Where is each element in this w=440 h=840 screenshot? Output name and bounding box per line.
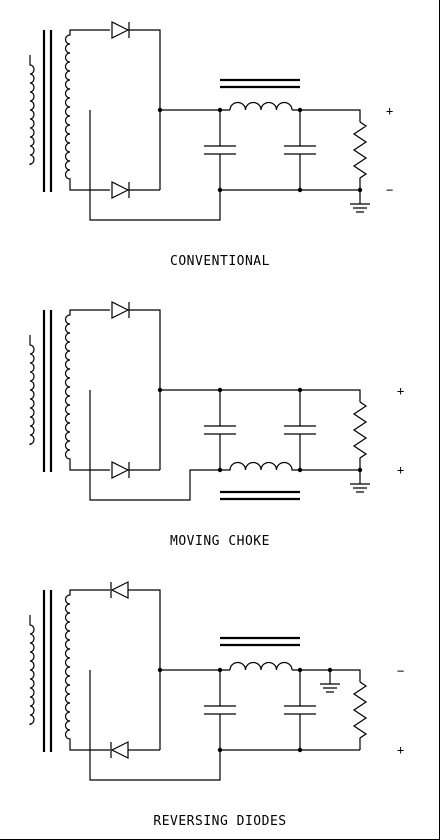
primary-winding	[29, 335, 35, 445]
ground-symbol	[350, 470, 370, 493]
secondary-winding	[64, 309, 110, 471]
wire-top-right	[129, 29, 161, 190]
diagram-caption: REVERSING DIODES	[153, 814, 286, 829]
diagram-moving-choke: + + MOVING CHOKE	[29, 301, 404, 549]
choke-winding	[229, 661, 293, 671]
capacitor-input	[204, 110, 236, 190]
resistor-load	[352, 401, 368, 470]
diagram-caption: CONVENTIONAL	[170, 254, 270, 269]
junction-dot	[297, 747, 303, 753]
capacitor-input	[204, 670, 236, 750]
junction-dot	[157, 387, 163, 393]
junction-dot	[157, 667, 163, 673]
top-terminal-sign: +	[386, 104, 393, 118]
diagram-caption: MOVING CHOKE	[170, 534, 270, 549]
capacitor-output	[284, 110, 316, 190]
resistor-load	[352, 681, 368, 750]
diagram-conventional: + − CONVENTIONAL	[29, 21, 393, 269]
ground-symbol	[320, 670, 340, 693]
capacitor-output	[284, 390, 316, 470]
wire-top-right	[129, 309, 161, 470]
top-terminal-sign: −	[397, 664, 404, 678]
capacitor-output	[284, 670, 316, 750]
junction-dot	[297, 187, 303, 193]
ground-symbol	[350, 190, 370, 213]
diagram-reversing-diodes: − + REVERSING DIODES	[29, 581, 404, 829]
transformer	[29, 29, 110, 192]
bottom-terminal-sign: −	[386, 183, 393, 197]
primary-winding	[29, 55, 35, 165]
bottom-terminal-sign: +	[397, 463, 404, 477]
junction-dot	[157, 107, 163, 113]
junction-dot	[217, 747, 223, 753]
wire-top-right	[128, 589, 161, 750]
junction-dot	[217, 187, 223, 193]
junction-dot	[217, 467, 223, 473]
primary-winding	[29, 615, 35, 725]
rectifier-output-wire	[160, 389, 361, 402]
bottom-terminal-sign: +	[397, 743, 404, 757]
secondary-winding	[64, 589, 110, 751]
center-tap-wire	[89, 390, 220, 501]
transformer	[29, 589, 110, 752]
capacitor-input	[204, 390, 236, 470]
choke-winding	[229, 101, 293, 111]
choke-winding	[220, 461, 360, 471]
secondary-winding	[64, 29, 110, 191]
top-terminal-sign: +	[397, 384, 404, 398]
resistor-load	[352, 121, 368, 190]
junction-dot	[297, 467, 303, 473]
center-tap-wire	[89, 670, 221, 781]
center-tap-wire	[89, 110, 221, 221]
transformer	[29, 309, 110, 472]
